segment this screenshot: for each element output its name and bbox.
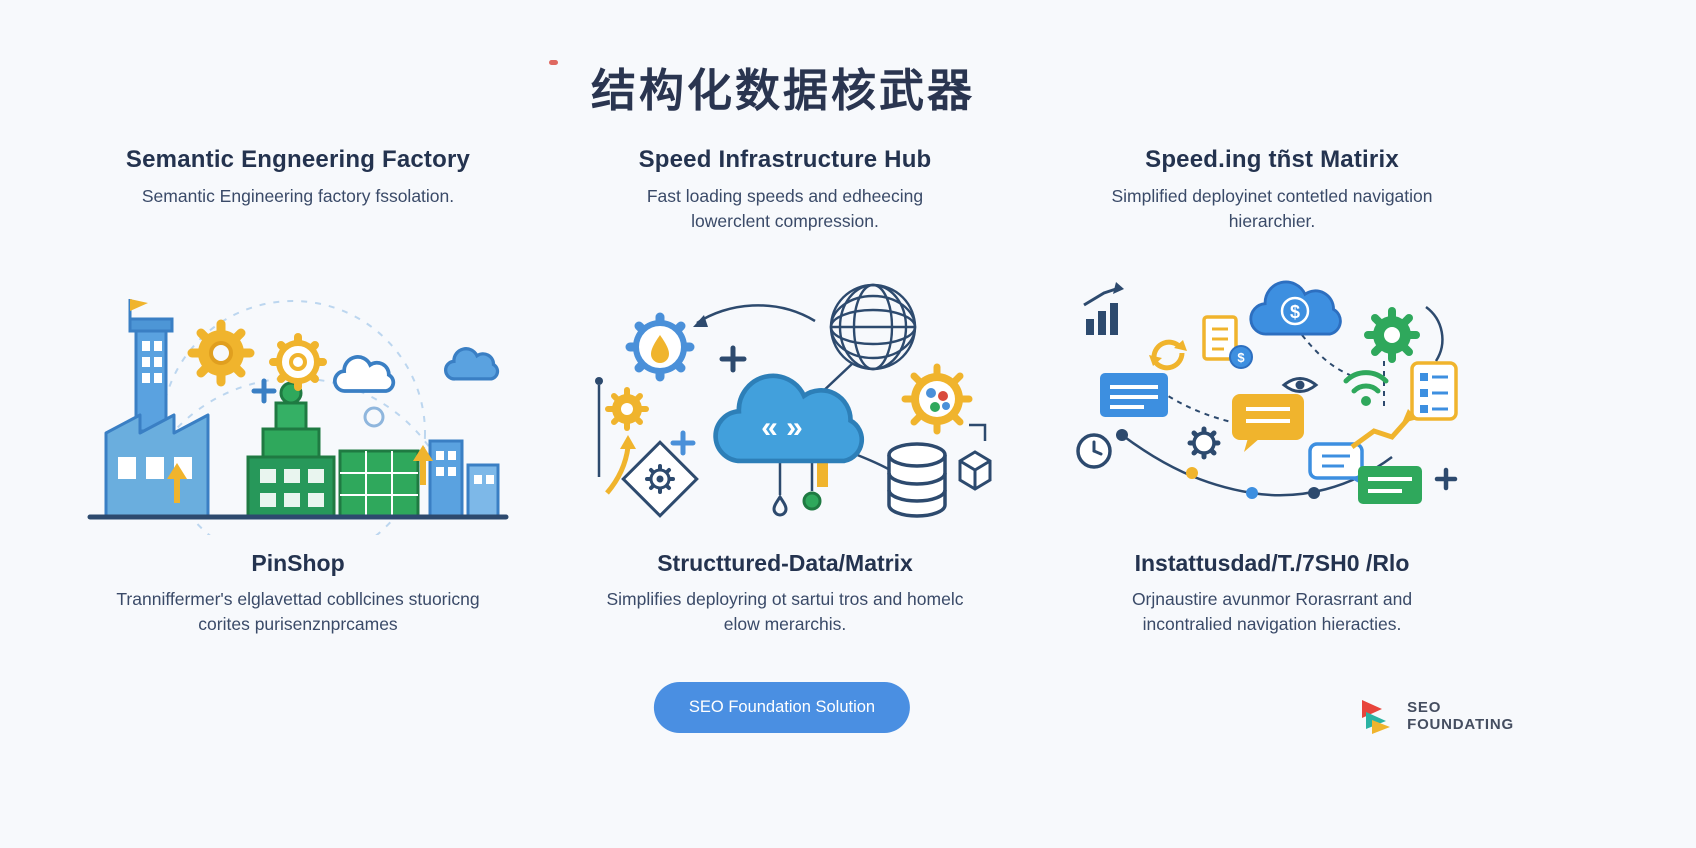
code-cloud-icon <box>713 373 865 464</box>
bar-chart-icon <box>1083 282 1124 335</box>
column-footer-description: Simplifies deployring ot sartui tros and… <box>606 589 964 634</box>
gear-icon <box>1187 426 1221 460</box>
flag-icon <box>130 299 148 311</box>
column-description: Semantic Engineering factory fssolation. <box>141 186 455 206</box>
circle-decoration <box>363 406 385 428</box>
node-dot <box>1246 487 1258 499</box>
arrow-up-icon <box>167 463 187 503</box>
green-blocks-icon <box>246 381 336 519</box>
column-description: Fast loading speeds and edheecing lowerc… <box>646 186 924 231</box>
gear-icon <box>605 387 649 431</box>
coin-ring <box>1280 296 1310 326</box>
column-speed-hub: Speed Infrastructure Hub Fast loading sp… <box>542 146 1028 637</box>
columns-container: Semantic Engneering Factory Semantic Eng… <box>55 146 1515 637</box>
node-dot <box>802 491 822 511</box>
box-icon <box>958 450 992 491</box>
logo-text: SEO FOUNDATING <box>1407 699 1514 734</box>
cloud-icon <box>444 347 500 381</box>
page-title: 结构化数据核武器 <box>590 65 976 116</box>
column-footer-heading: Structtured-Data/Matrix <box>657 550 913 576</box>
column-header-block: Semantic Engneering Factory Semantic Eng… <box>126 146 470 264</box>
dollar-glyph: $ <box>1290 302 1300 322</box>
database-icon <box>887 442 947 518</box>
message-panel-icon <box>1358 466 1422 504</box>
gear-icon <box>625 312 695 382</box>
chat-bubble-icon <box>1232 394 1304 452</box>
drop-icon <box>651 335 669 363</box>
column-semantic-factory: Semantic Engneering Factory Semantic Eng… <box>55 146 541 637</box>
seo-foundation-button[interactable]: SEO Foundation Solution <box>653 682 911 733</box>
blue-buildings-icon <box>428 439 500 519</box>
column-speed-matrix: Speed.ing tñst Matirix Simplified deploy… <box>1029 146 1515 637</box>
gear-icon <box>269 333 327 391</box>
table-panel-icon <box>1100 373 1168 417</box>
brand-logo: SEO FOUNDATING <box>1356 696 1514 736</box>
arrowhead <box>693 315 708 327</box>
gear-icon <box>187 319 255 387</box>
drop-icon <box>772 494 788 517</box>
factory-illustration <box>78 264 518 536</box>
connector-line <box>696 304 816 325</box>
trend-arrow-icon <box>1350 409 1418 450</box>
cloud-icon <box>333 355 396 393</box>
code-brackets-glyph: « » <box>761 411 803 444</box>
column-header-block: Speed.ing tñst Matirix Simplified deploy… <box>1107 146 1437 264</box>
dashed-orbit <box>160 300 426 535</box>
node-dot <box>1116 429 1128 441</box>
coin-icon <box>1229 345 1253 369</box>
node-dot <box>595 377 603 385</box>
arrowhead <box>620 435 636 449</box>
dollar-cloud-icon <box>1249 280 1342 336</box>
logo-mark-icon <box>1362 700 1391 734</box>
factory-illustration-svg <box>87 299 509 535</box>
green-wall-icon <box>338 449 420 519</box>
curve-arrow <box>1425 305 1444 362</box>
logo-text-line2: FOUNDATING <box>1407 716 1514 733</box>
plus-icon <box>251 378 277 404</box>
corner-bracket <box>969 423 987 441</box>
globe-icon <box>829 283 917 371</box>
checklist-icon <box>1410 361 1458 421</box>
column-heading: Semantic Engneering Factory <box>125 146 471 173</box>
column-header-block: Speed Infrastructure Hub Fast loading sp… <box>620 146 950 264</box>
column-heading: Speed Infrastructure Hub <box>638 146 932 173</box>
column-footer-description: Tranniffermer's elglavettad cobllcines s… <box>116 589 480 634</box>
red-dot-decoration <box>549 60 558 65</box>
clock-icon <box>1076 433 1112 469</box>
hub-illustration-svg: « » <box>595 283 992 518</box>
eye-icon <box>1281 377 1319 393</box>
node-dot <box>1186 467 1198 479</box>
factory-building-icon <box>104 413 210 519</box>
matrix-illustration: $ <box>1052 264 1492 536</box>
refresh-icon <box>1149 339 1187 371</box>
plus-icon <box>1434 467 1458 491</box>
column-footer-heading: PinShop <box>251 550 345 576</box>
molecule-gear-icon <box>901 363 973 435</box>
column-description: Simplified deployinet contetled navigati… <box>1111 186 1433 231</box>
arrow-up-icon <box>605 446 631 495</box>
arrow-up-icon <box>413 445 433 485</box>
plus-icon <box>670 430 696 456</box>
coin-dollar-glyph: $ <box>1237 350 1245 365</box>
column-footer-description: Orjnaustire avunmor Rorasrrant and incon… <box>1131 589 1413 634</box>
gear-icon <box>1364 307 1420 363</box>
logo-text-line1: SEO <box>1407 698 1442 716</box>
plus-icon <box>719 345 747 373</box>
wifi-icon <box>1343 370 1389 406</box>
matrix-illustration-svg: $ <box>1076 280 1458 504</box>
tower-icon <box>128 299 174 433</box>
hub-illustration: « » <box>565 264 1005 536</box>
document-icon: $ <box>1202 315 1253 369</box>
bar-decoration <box>817 447 828 487</box>
column-heading: Speed.ing tñst Matirix <box>1145 146 1399 173</box>
diamond-gear-icon <box>621 440 699 518</box>
node-dot <box>1308 487 1320 499</box>
connector-line <box>1301 334 1351 376</box>
column-footer-heading: Instattusdad/T./7SH0 /Rlo <box>1134 550 1410 576</box>
